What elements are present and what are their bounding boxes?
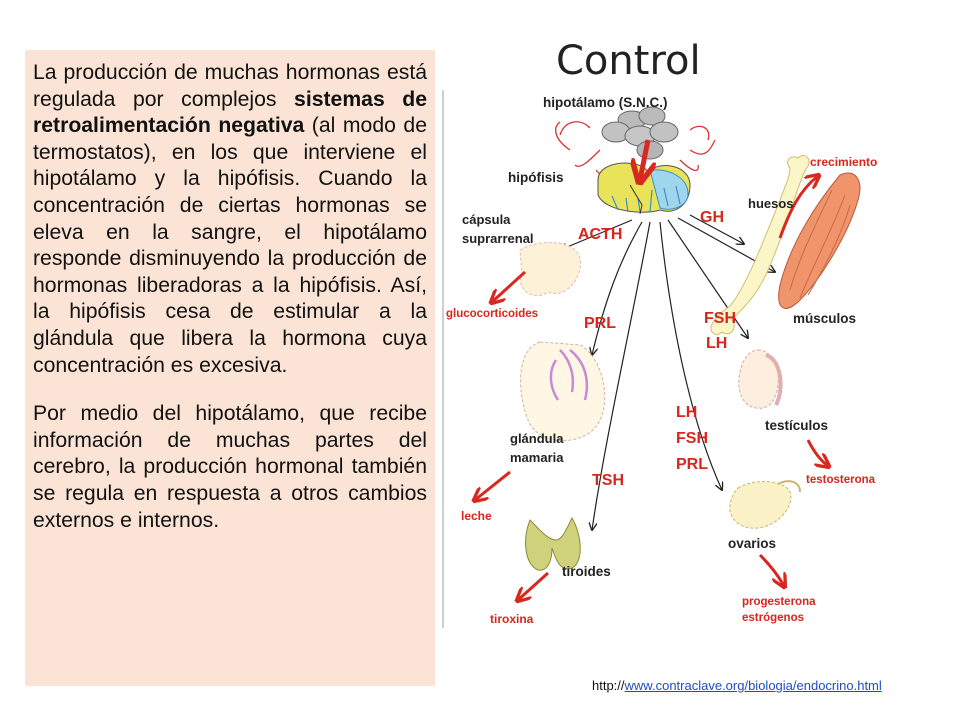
label-estrogens: estrógenos	[742, 612, 804, 624]
glucocorticoid-arrow	[492, 270, 527, 302]
source-link[interactable]: www.contraclave.org/biologia/endocrino.h…	[624, 678, 882, 693]
label-fsh-1: FSH	[704, 310, 736, 327]
label-lh-1: LH	[706, 335, 727, 352]
label-gh: GH	[700, 209, 724, 226]
muscle-illustration	[778, 172, 861, 309]
hypothalamus-illustration	[555, 106, 716, 186]
label-fsh-2: FSH	[676, 430, 708, 447]
paragraph-feedback-rest: (al modo de termostatos), en los que int…	[33, 114, 427, 377]
thyroxine-arrow	[518, 571, 550, 600]
label-pituitary: hipófisis	[508, 170, 564, 185]
paragraph-feedback: La producción de muchas hormonas está re…	[33, 60, 427, 379]
label-progesterone: progesterona	[742, 596, 816, 608]
paragraph-feedback-bold: sistemas de retroalimentación negativa	[33, 87, 427, 138]
label-bones: huesos	[748, 196, 794, 211]
ovary-hormone-arrow	[758, 553, 784, 586]
testosterone-arrow	[806, 439, 828, 466]
paragraph-feedback-intro: La producción de muchas hormonas está re…	[33, 61, 427, 111]
label-testosterone: testosterona	[806, 474, 876, 486]
label-hypothalamus: hipotálamo (S.N.C.)	[543, 95, 668, 110]
milk-arrow	[475, 470, 511, 500]
pituitary-output-arrows	[560, 214, 775, 530]
source-url: http://www.contraclave.org/biologia/endo…	[592, 678, 882, 693]
label-thyroid: tiroides	[562, 564, 611, 579]
slide-title: Control	[556, 38, 701, 84]
label-thyroxine: tiroxina	[490, 612, 534, 626]
label-adrenal-line2: suprarrenal	[462, 231, 534, 246]
label-growth: crecimiento	[810, 155, 877, 169]
label-prl-2: PRL	[676, 456, 708, 473]
label-glucocorticoids: glucocorticoides	[446, 308, 538, 320]
label-milk: leche	[461, 509, 492, 523]
label-mammary-line2: mamaria	[510, 450, 564, 465]
bone-illustration	[710, 155, 810, 335]
ovary-illustration	[729, 480, 801, 529]
paragraph-hypothalamus: Por medio del hipotálamo, que recibe inf…	[33, 402, 427, 532]
source-url-prefix: http://	[592, 678, 625, 693]
endocrine-control-diagram: hipotálamo (S.N.C.) hipófisis cápsula su…	[442, 90, 877, 628]
testis-illustration	[738, 349, 783, 409]
label-muscles: músculos	[793, 311, 856, 326]
label-ovaries: ovarios	[728, 536, 776, 551]
mammary-gland-illustration	[520, 341, 606, 442]
hypothalamus-to-pituitary-arrow	[640, 139, 648, 180]
label-tsh: TSH	[592, 472, 624, 489]
explanation-text-box: La producción de muchas hormonas está re…	[25, 50, 435, 686]
label-acth: ACTH	[578, 226, 622, 243]
label-adrenal-line1: cápsula	[462, 212, 511, 227]
growth-arrow	[778, 176, 818, 239]
label-mammary-line1: glándula	[510, 431, 564, 446]
label-lh-2: LH	[676, 404, 697, 421]
thyroid-illustration	[525, 516, 581, 571]
label-testes: testículos	[765, 418, 828, 433]
adrenal-gland-illustration	[519, 241, 582, 297]
label-prl: PRL	[584, 315, 616, 332]
